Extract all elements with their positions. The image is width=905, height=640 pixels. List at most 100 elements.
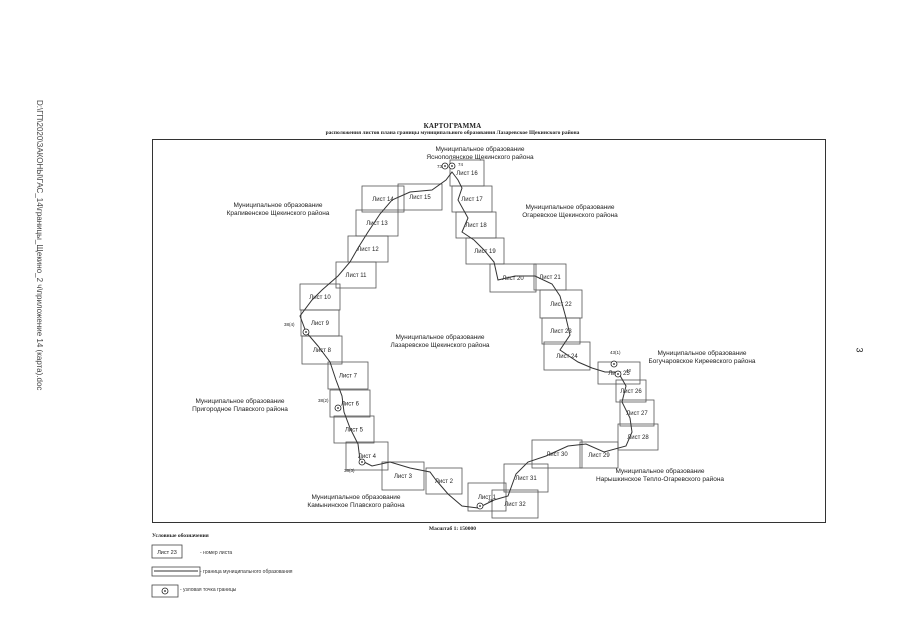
sheet-10: Лист 10 [299, 283, 341, 311]
sheet-box [543, 341, 591, 371]
node-label: 38(2) [318, 398, 329, 403]
node-8: 38(3) [344, 458, 366, 473]
node-label: 38(3) [344, 468, 355, 473]
muni-northwest: Муниципальное образование Крапивенское Щ… [227, 202, 330, 218]
legend-title: Условные обозначения [152, 533, 209, 539]
sheet-box [597, 361, 641, 385]
sheet-label: Лист 29 [588, 453, 610, 459]
legend-item-sheet: - номер листа [200, 550, 233, 556]
muni-south-line2: Камынинское Плавского района [307, 502, 405, 509]
sheet-label: Лист 13 [366, 221, 388, 227]
muni-east: Муниципальное образование Богучаровское … [648, 350, 755, 366]
legend-sheet-box [151, 544, 183, 559]
node-label: 43(1) [610, 350, 621, 355]
sheet-box [299, 283, 341, 311]
node-icon-dot [361, 461, 363, 463]
node-icon [161, 587, 169, 595]
sheet-label: Лист 31 [515, 476, 537, 482]
muni-northeast: Муниципальное образование Огаревское Щек… [522, 204, 618, 220]
sheet-23: Лист 23 [541, 317, 581, 345]
sheet-18: Лист 18 [455, 211, 497, 239]
node-icon-dot [305, 331, 307, 333]
sheet-8: Лист 8 [301, 335, 343, 365]
legend-item-node: - узловая точка границы [180, 587, 237, 593]
legend-sheet-label: Лист 23 [157, 550, 177, 556]
legend-boundary-box [151, 566, 201, 577]
sheet-21: Лист 21 [533, 263, 567, 291]
sheet-16: Лист 16 [449, 159, 485, 187]
muni-southeast-line2: Нарышкинское Тепло-Огаревского района [595, 476, 725, 483]
sheet-box [327, 361, 369, 390]
sheet-label: Лист 32 [504, 502, 526, 508]
sheet-label: Лист 15 [409, 195, 431, 201]
muni-southeast-line1: Муниципальное образование [615, 468, 705, 475]
map-frame [152, 139, 826, 523]
sheet-24: Лист 24 [543, 341, 591, 371]
sheet-box [381, 461, 425, 491]
sheet-label: Лист 9 [311, 321, 330, 327]
node-icon-dot [444, 165, 446, 167]
sheet-22: Лист 22 [539, 289, 583, 319]
sheet-6: Лист 6 [329, 389, 371, 418]
sheet-label: Лист 26 [620, 389, 642, 395]
sheet-box [541, 317, 581, 345]
sheet-box [619, 399, 655, 427]
node-4: 42 [614, 368, 632, 378]
node-7: 38(2) [318, 398, 342, 412]
muni-south-line1: Муниципальное образование [311, 494, 401, 501]
sheet-12: Лист 12 [347, 235, 389, 263]
sheet-label: Лист 6 [341, 402, 360, 408]
sheet-label: Лист 21 [539, 275, 561, 281]
muni-northwest-line1: Муниципальное образование [233, 202, 323, 209]
sheet-box [333, 415, 375, 444]
node-label: 42 [626, 368, 632, 373]
node-icon-dot [617, 373, 619, 375]
muni-north: Муниципальное образование Яснополянское … [426, 146, 533, 162]
lazarevskoe-boundary [299, 171, 633, 509]
sheet-label: Лист 7 [339, 374, 358, 380]
sheet-label: Лист 4 [358, 454, 377, 460]
sheet-label: Лист 14 [372, 197, 394, 203]
sheet-7: Лист 7 [327, 361, 369, 390]
sheet-11: Лист 11 [335, 261, 377, 289]
sheet-label: Лист 1 [478, 495, 497, 501]
sheet-32: Лист 32 [491, 489, 539, 519]
node-2: 74 [448, 162, 464, 170]
sheet-box [361, 185, 405, 213]
sheet-20: Лист 20 [489, 263, 537, 293]
node-label: 74 [458, 162, 464, 167]
map-title: КАРТОГРАММА [423, 122, 482, 130]
muni-center-line2: Лазаревское Щекинского района [390, 342, 490, 349]
sheet-label: Лист 17 [461, 197, 483, 203]
sheet-label: Лист 12 [357, 247, 379, 253]
muni-west: Муниципальное образование Пригородное Пл… [192, 398, 288, 414]
legend-node-box [151, 584, 179, 598]
sheet-2: Лист 2 [425, 467, 463, 495]
sheet-28: Лист 28 [617, 423, 659, 451]
sheet-13: Лист 13 [355, 209, 399, 237]
sheet-26: Лист 26 [615, 379, 647, 403]
muni-center-line1: Муниципальное образование [395, 334, 485, 341]
muni-west-line1: Муниципальное образование [195, 398, 285, 405]
node-icon-dot [479, 505, 481, 507]
sheet-label: Лист 27 [626, 411, 648, 417]
muni-northeast-line1: Муниципальное образование [525, 204, 615, 211]
sheet-box [329, 389, 371, 418]
sheet-label: Лист 16 [456, 171, 478, 177]
legend-symbols: Лист 23 [151, 544, 201, 598]
map-subtitle: расположения листов плана границы муници… [325, 130, 580, 136]
muni-northwest-line2: Крапивенское Щекинского района [226, 210, 330, 217]
muni-center: Муниципальное образование Лазаревское Ще… [390, 334, 489, 350]
node-5: 43(1) [610, 350, 621, 368]
muni-southeast: Муниципальное образование Нарышкинское Т… [596, 468, 724, 484]
sheet-30: Лист 30 [531, 439, 583, 469]
sheet-box [579, 441, 619, 469]
sheet-label: Лист 11 [346, 273, 368, 279]
sheet-box [531, 439, 583, 469]
node-label: 38 [488, 498, 494, 503]
sheet-label: Лист 23 [550, 329, 572, 335]
sheet-box [491, 489, 539, 519]
muni-south: Муниципальное образование Камынинское Пл… [307, 494, 404, 510]
muni-west-line2: Пригородное Плавского района [192, 406, 288, 413]
